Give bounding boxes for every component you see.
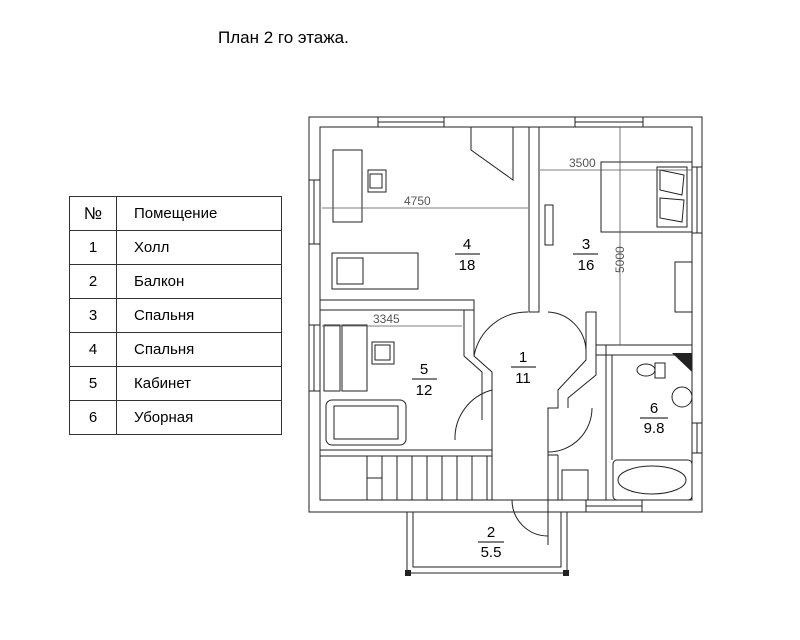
room2-number: 2 xyxy=(487,524,495,541)
room3-area: 16 xyxy=(578,257,595,274)
room5-number: 5 xyxy=(420,361,428,378)
legend-row-number: 1 xyxy=(69,230,117,265)
wall-4-3 xyxy=(528,126,540,313)
dimension-label-5000: 5000 xyxy=(613,246,627,273)
legend-row-name: Холл xyxy=(116,230,282,265)
balcony xyxy=(406,512,568,574)
chair-room5 xyxy=(371,341,395,365)
door-swing-room5 xyxy=(454,389,493,441)
wall-hall-right xyxy=(547,312,587,500)
legend-row-name: Балкон xyxy=(116,264,282,299)
legend-row-number: 6 xyxy=(69,400,117,435)
bed-room3 xyxy=(600,161,693,233)
desk-room5 xyxy=(341,324,368,392)
room4-area: 18 xyxy=(459,257,476,274)
legend-row: 1 Холл xyxy=(69,230,282,265)
outer-wall-outer xyxy=(308,116,703,513)
bookshelf-room5 xyxy=(323,324,341,392)
wall-hall-right-inner xyxy=(567,345,597,408)
legend-row-name: Спальня xyxy=(116,332,282,367)
wall-5-hall-inner xyxy=(463,310,483,420)
door-swing-room4 xyxy=(473,311,529,357)
wall-4-5 xyxy=(320,299,475,311)
room2-area: 5.5 xyxy=(481,544,502,561)
room6-area: 9.8 xyxy=(644,420,665,437)
sofa-room5 xyxy=(325,399,407,446)
legend-row-name: Уборная xyxy=(116,400,282,435)
dimension-label-4750: 4750 xyxy=(404,194,431,208)
door-swing-balcony xyxy=(511,499,549,537)
balcony-post-left xyxy=(405,570,411,576)
legend-header-number: № xyxy=(69,196,117,231)
wall-hall-bath-top xyxy=(586,311,692,346)
toilet-bath xyxy=(636,363,656,377)
desk-room4 xyxy=(332,149,363,223)
washing-machine-bath xyxy=(561,469,589,501)
room1-area: 11 xyxy=(515,370,531,387)
legend-row-number: 3 xyxy=(69,298,117,333)
wardrobe-room3 xyxy=(674,261,693,313)
legend-row-number: 5 xyxy=(69,366,117,401)
room3-number: 3 xyxy=(582,236,590,253)
legend-row: 5 Кабинет xyxy=(69,366,282,401)
room5-area: 12 xyxy=(416,382,433,399)
room1-number: 1 xyxy=(519,349,527,366)
door-swing-room6 xyxy=(547,407,593,453)
legend-row: 3 Спальня xyxy=(69,298,282,333)
dimension-label-3345: 3345 xyxy=(373,312,400,326)
room6-number: 6 xyxy=(650,400,658,417)
niche-wall xyxy=(470,127,514,181)
sink-bath xyxy=(671,386,693,408)
wall-5-hall xyxy=(473,300,493,500)
dimension-label-3500: 3500 xyxy=(569,156,596,170)
outer-wall-inner xyxy=(319,126,693,501)
staircase xyxy=(319,449,493,501)
room-legend-table: № Помещение 1 Холл 2 Балкон 3 Спальня 4 … xyxy=(69,196,282,435)
legend-row: 2 Балкон xyxy=(69,264,282,299)
legend-row-name: Спальня xyxy=(116,298,282,333)
bathtub-bath xyxy=(612,459,693,501)
legend-row-number: 2 xyxy=(69,264,117,299)
door-swing-room3 xyxy=(547,311,587,351)
plan-title: План 2 го этажа. xyxy=(218,28,349,47)
bed-room4 xyxy=(331,252,419,290)
legend-header-row: № Помещение xyxy=(69,196,282,231)
legend-row: 4 Спальня xyxy=(69,332,282,367)
shaft-bath xyxy=(672,353,692,372)
room4-number: 4 xyxy=(463,236,471,253)
chair-room4 xyxy=(367,169,387,193)
nightstand-room3 xyxy=(544,204,554,246)
legend-header-room: Помещение xyxy=(116,196,282,231)
legend-row-name: Кабинет xyxy=(116,366,282,401)
legend-row: 6 Уборная xyxy=(69,400,282,435)
balcony-post-right xyxy=(563,570,569,576)
